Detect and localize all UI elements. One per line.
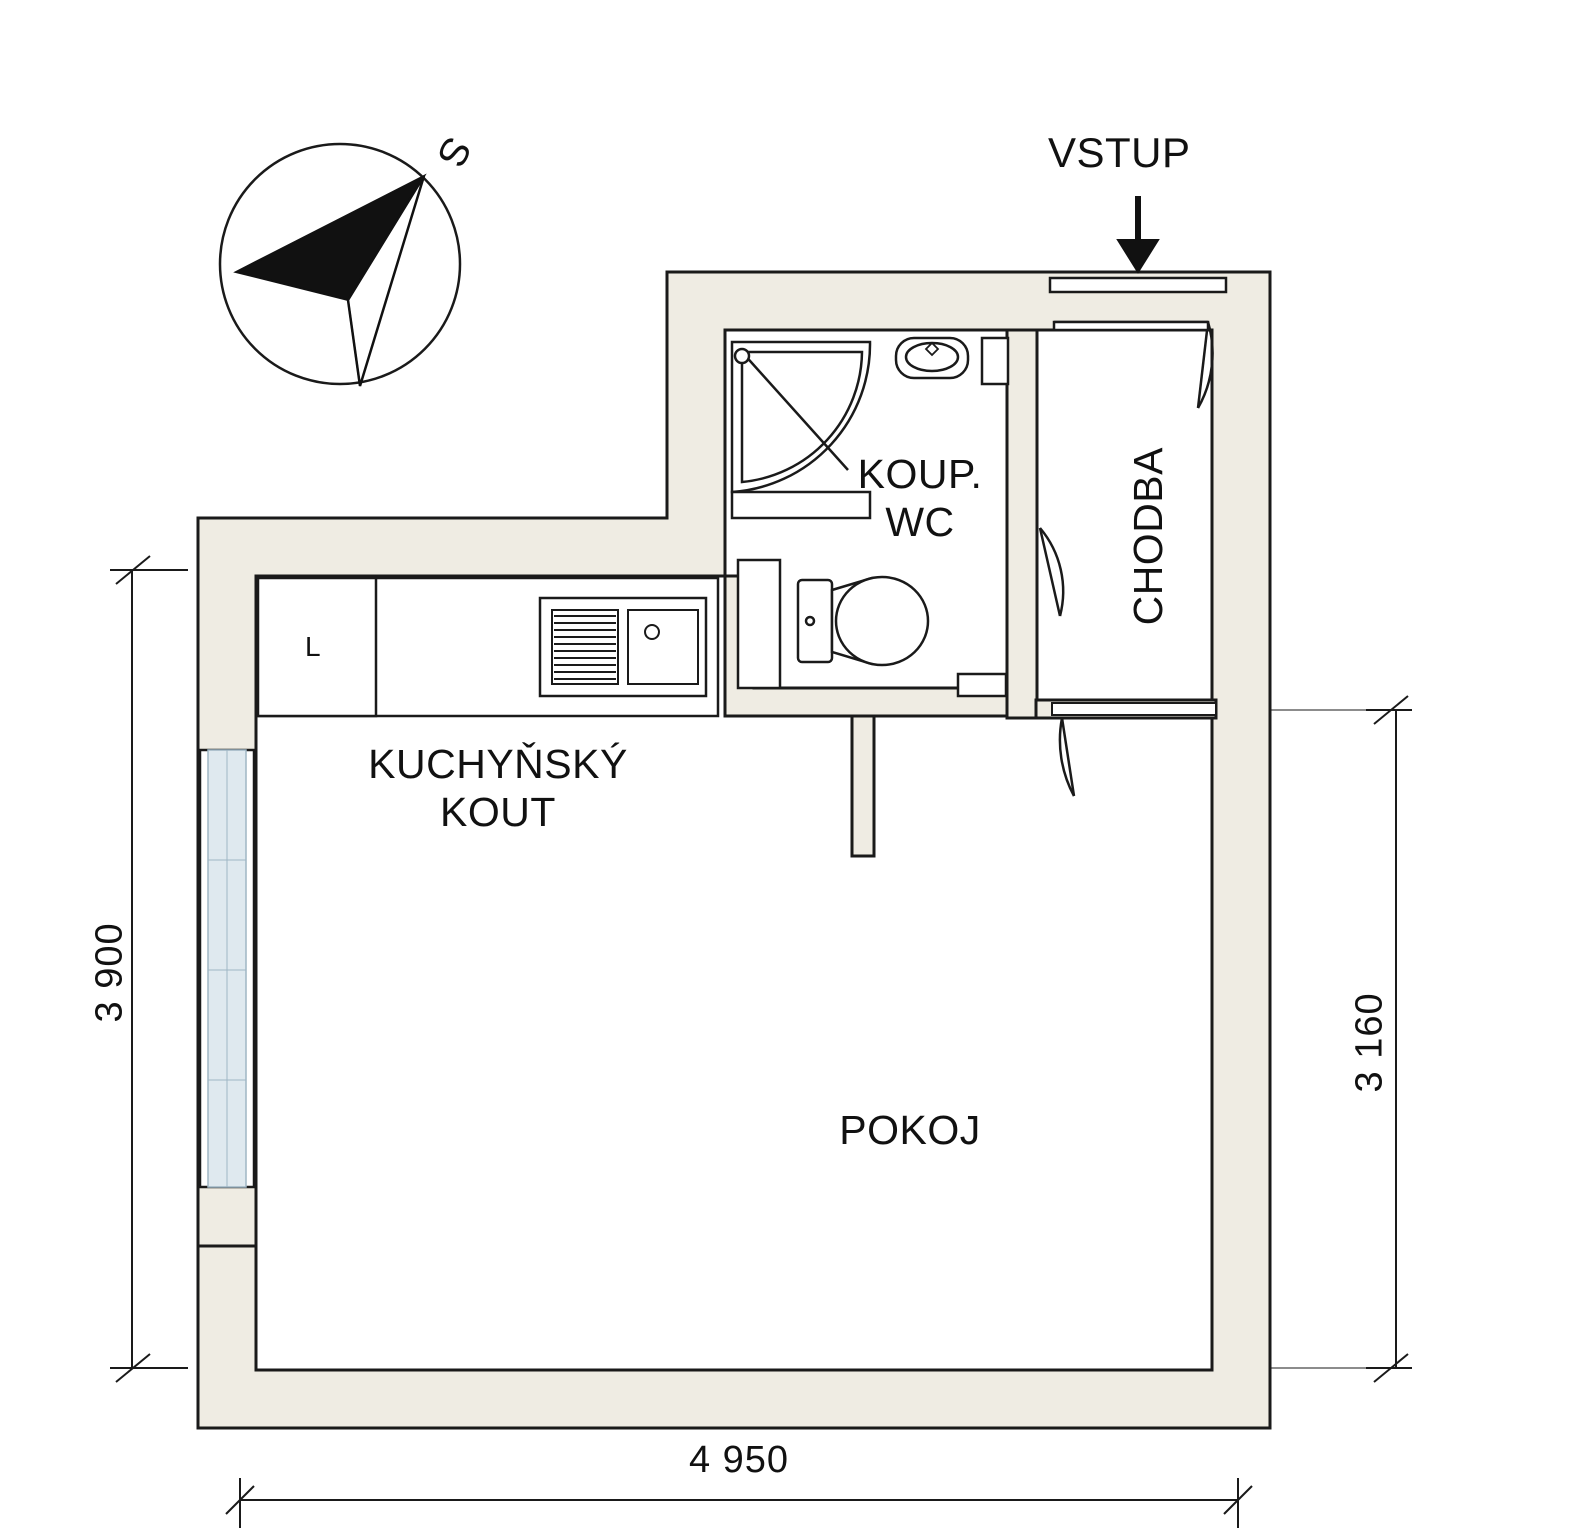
- room-label-bathroom: KOUP. WC: [857, 451, 983, 546]
- room-label-living: POKOJ: [839, 1107, 981, 1153]
- door-bathroom: [1038, 527, 1065, 617]
- dimension-label-left: 3 900: [88, 922, 131, 1023]
- room-label-hall: CHODBA: [1124, 446, 1171, 626]
- bath-cabinet: [980, 336, 1010, 386]
- window-left: [198, 748, 256, 1189]
- cooktop-sink-unit: [538, 596, 708, 698]
- dimension-lines: [110, 520, 1412, 1528]
- washbasin-fixture: [894, 336, 970, 380]
- door-entry: [1048, 276, 1228, 409]
- entry-arrow-icon: [1116, 196, 1160, 274]
- bath-box-left: [736, 558, 782, 690]
- wall-bath-hall: [1005, 328, 1039, 720]
- dimension-label-right: 3 160: [1348, 992, 1391, 1093]
- room-label-kitchen: KUCHYŇSKÝ KOUT: [368, 741, 628, 836]
- compass-rose: [218, 142, 462, 387]
- entrance-label: VSTUP: [1048, 129, 1191, 176]
- bath-box-bottom: [956, 672, 1008, 698]
- door-room: [1051, 702, 1217, 797]
- shower-fixture: [730, 340, 872, 520]
- appliance-label-fridge: L: [305, 631, 321, 662]
- dimension-label-bottom: 4 950: [688, 1439, 790, 1481]
- toilet-fixture: [796, 575, 930, 667]
- wall-stub-room: [850, 714, 876, 858]
- wall-left-lower: [196, 1184, 258, 1248]
